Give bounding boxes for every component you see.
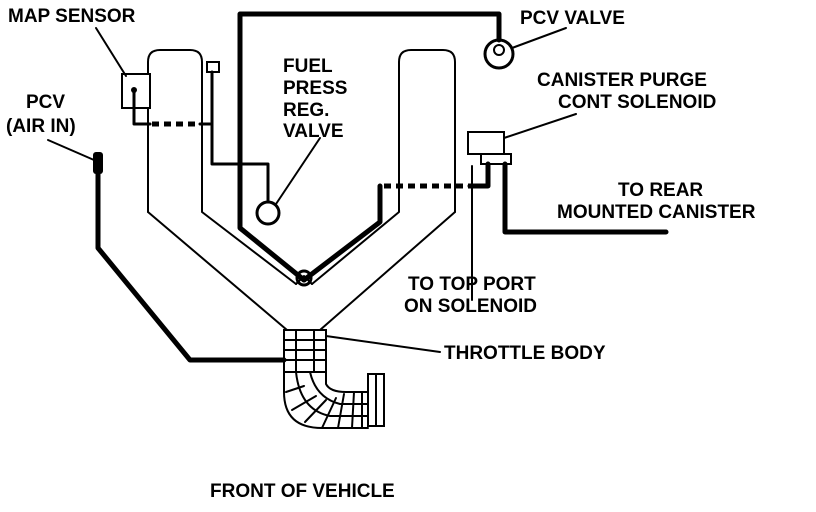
vacuum-hoses — [93, 11, 669, 363]
fuel-press-reg-valve — [255, 200, 281, 226]
map-sensor — [121, 73, 151, 109]
canister-purge-label-line2: CONT SOLENOID — [558, 92, 716, 113]
pcv-air-in-label-line2: (AIR IN) — [6, 116, 76, 137]
canister-purge-solenoid — [467, 131, 512, 165]
leader-lines — [47, 27, 577, 353]
canister-purge-label-line1: CANISTER PURGE — [537, 70, 707, 91]
front-of-vehicle-label: FRONT OF VEHICLE — [210, 481, 395, 502]
pcv-valve — [483, 38, 515, 70]
top-port-label-line2: ON SOLENOID — [404, 296, 537, 317]
fuel-press-label-line4: VALVE — [283, 121, 344, 142]
rear-canister-label-line2: MOUNTED CANISTER — [557, 202, 756, 223]
map-sensor-label: MAP SENSOR — [8, 6, 136, 27]
top-port-label-line1: TO TOP PORT — [408, 274, 536, 295]
pcv-air-in-label-line1: PCV — [26, 92, 65, 113]
pcv-valve-label: PCV VALVE — [520, 8, 625, 29]
intake-manifold — [147, 49, 456, 331]
throttle-body — [283, 329, 385, 429]
fuel-press-label-line3: REG. — [283, 100, 329, 121]
fuel-press-label-line1: FUEL — [283, 56, 333, 77]
labels: MAP SENSOR PCV VALVE PCV (AIR IN) FUEL P… — [6, 6, 756, 502]
map-port — [206, 61, 220, 73]
throttle-body-label: THROTTLE BODY — [444, 343, 606, 364]
rear-canister-label-line1: TO REAR — [618, 180, 703, 201]
fuel-press-label-line2: PRESS — [283, 78, 347, 99]
